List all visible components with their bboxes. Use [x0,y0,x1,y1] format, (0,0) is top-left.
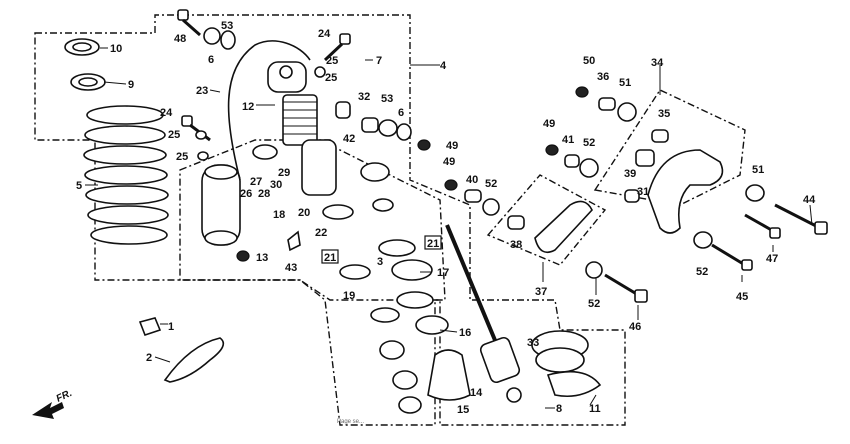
callout: 49 [543,118,555,130]
callout: 35 [658,108,670,120]
part-callouts: 1 2 3 4 5 6 6 7 8 9 10 11 12 13 14 15 16… [76,20,816,416]
boxed-callout: 21 [427,238,439,250]
callout: 42 [343,133,355,145]
callout: 48 [174,33,186,45]
callout: 34 [651,57,664,69]
lower-hardware [585,184,828,303]
callout: 39 [624,168,636,180]
shock-body [267,61,337,196]
reservoir [201,164,241,246]
boxed-callout: 21 [324,252,336,264]
callout: 9 [128,79,134,91]
callout: 24 [160,107,173,119]
bump-rubber [427,349,471,401]
callout: 4 [440,60,447,72]
reservoir-hose [227,40,311,181]
callout: 10 [110,43,122,55]
boot [531,330,602,398]
callout: 14 [470,387,483,399]
callout: 52 [696,266,708,278]
callout: 50 [583,55,595,67]
callout: 23 [196,85,208,97]
callout: 22 [315,227,327,239]
callout: 46 [629,321,641,333]
callout: 3 [377,256,383,268]
callout: 38 [510,239,522,251]
reservoir-valve [236,144,301,262]
upper-bolts [177,9,351,161]
callout: 8 [556,403,562,415]
clip-and-band [138,317,225,383]
callout: 1 [168,321,174,333]
callout: 25 [325,72,337,84]
callout: 51 [752,164,764,176]
damper-shaft [445,224,522,403]
callout: 7 [376,55,382,67]
spring [83,105,169,245]
callout: 41 [562,134,574,146]
front-direction-arrow: FR. [32,388,74,419]
callout: 16 [459,327,471,339]
callout: 52 [588,298,600,310]
callout: 47 [766,253,778,265]
callout: 32 [358,91,370,103]
callout: 30 [270,179,282,191]
callout: 37 [535,286,547,298]
shock-arm [647,149,724,234]
linkage-outline-mid [486,174,607,266]
callout: 19 [343,290,355,302]
callout: 53 [221,20,233,32]
spring-adjuster-nut [64,38,106,91]
callout: 17 [437,267,449,279]
leader-lines [85,47,813,409]
seal-stack [322,162,449,414]
callout: 24 [318,28,331,40]
callout: 6 [208,54,214,66]
callout: 27 [250,176,262,188]
shock-assembly-outline [34,14,626,426]
callout: 45 [736,291,748,303]
callout: 52 [485,178,497,190]
callout: 2 [146,352,152,364]
callout: 51 [619,77,631,89]
callout: 33 [527,337,539,349]
callout: 53 [381,93,393,105]
bushings-upper [335,101,431,151]
callout: 26 [240,188,252,200]
callout: 40 [466,174,478,186]
callout: 11 [589,403,601,415]
callout: 49 [443,156,455,168]
callout: 15 [457,404,469,416]
callout: 49 [446,140,458,152]
damper-subassembly-outline [179,139,446,426]
linkage-hardware [444,86,669,230]
callout: 25 [176,151,188,163]
callout: 44 [803,194,816,206]
callout: 25 [326,55,338,67]
footer-text: Page se... [337,419,364,425]
callout: 36 [597,71,609,83]
callout: 5 [76,180,82,192]
callout: 6 [398,107,404,119]
callout: 43 [285,262,297,274]
callout: 25 [168,129,180,141]
callout: 52 [583,137,595,149]
shock-link [534,200,593,254]
callout: 29 [278,167,290,179]
callout: 12 [242,101,254,113]
svg-text:FR.: FR. [55,388,74,405]
callout: 18 [273,209,285,221]
callout: 28 [258,188,270,200]
callout: 31 [637,186,649,198]
callout: 20 [298,207,310,219]
callout: 13 [256,252,268,264]
linkage-outline-right [593,89,746,206]
